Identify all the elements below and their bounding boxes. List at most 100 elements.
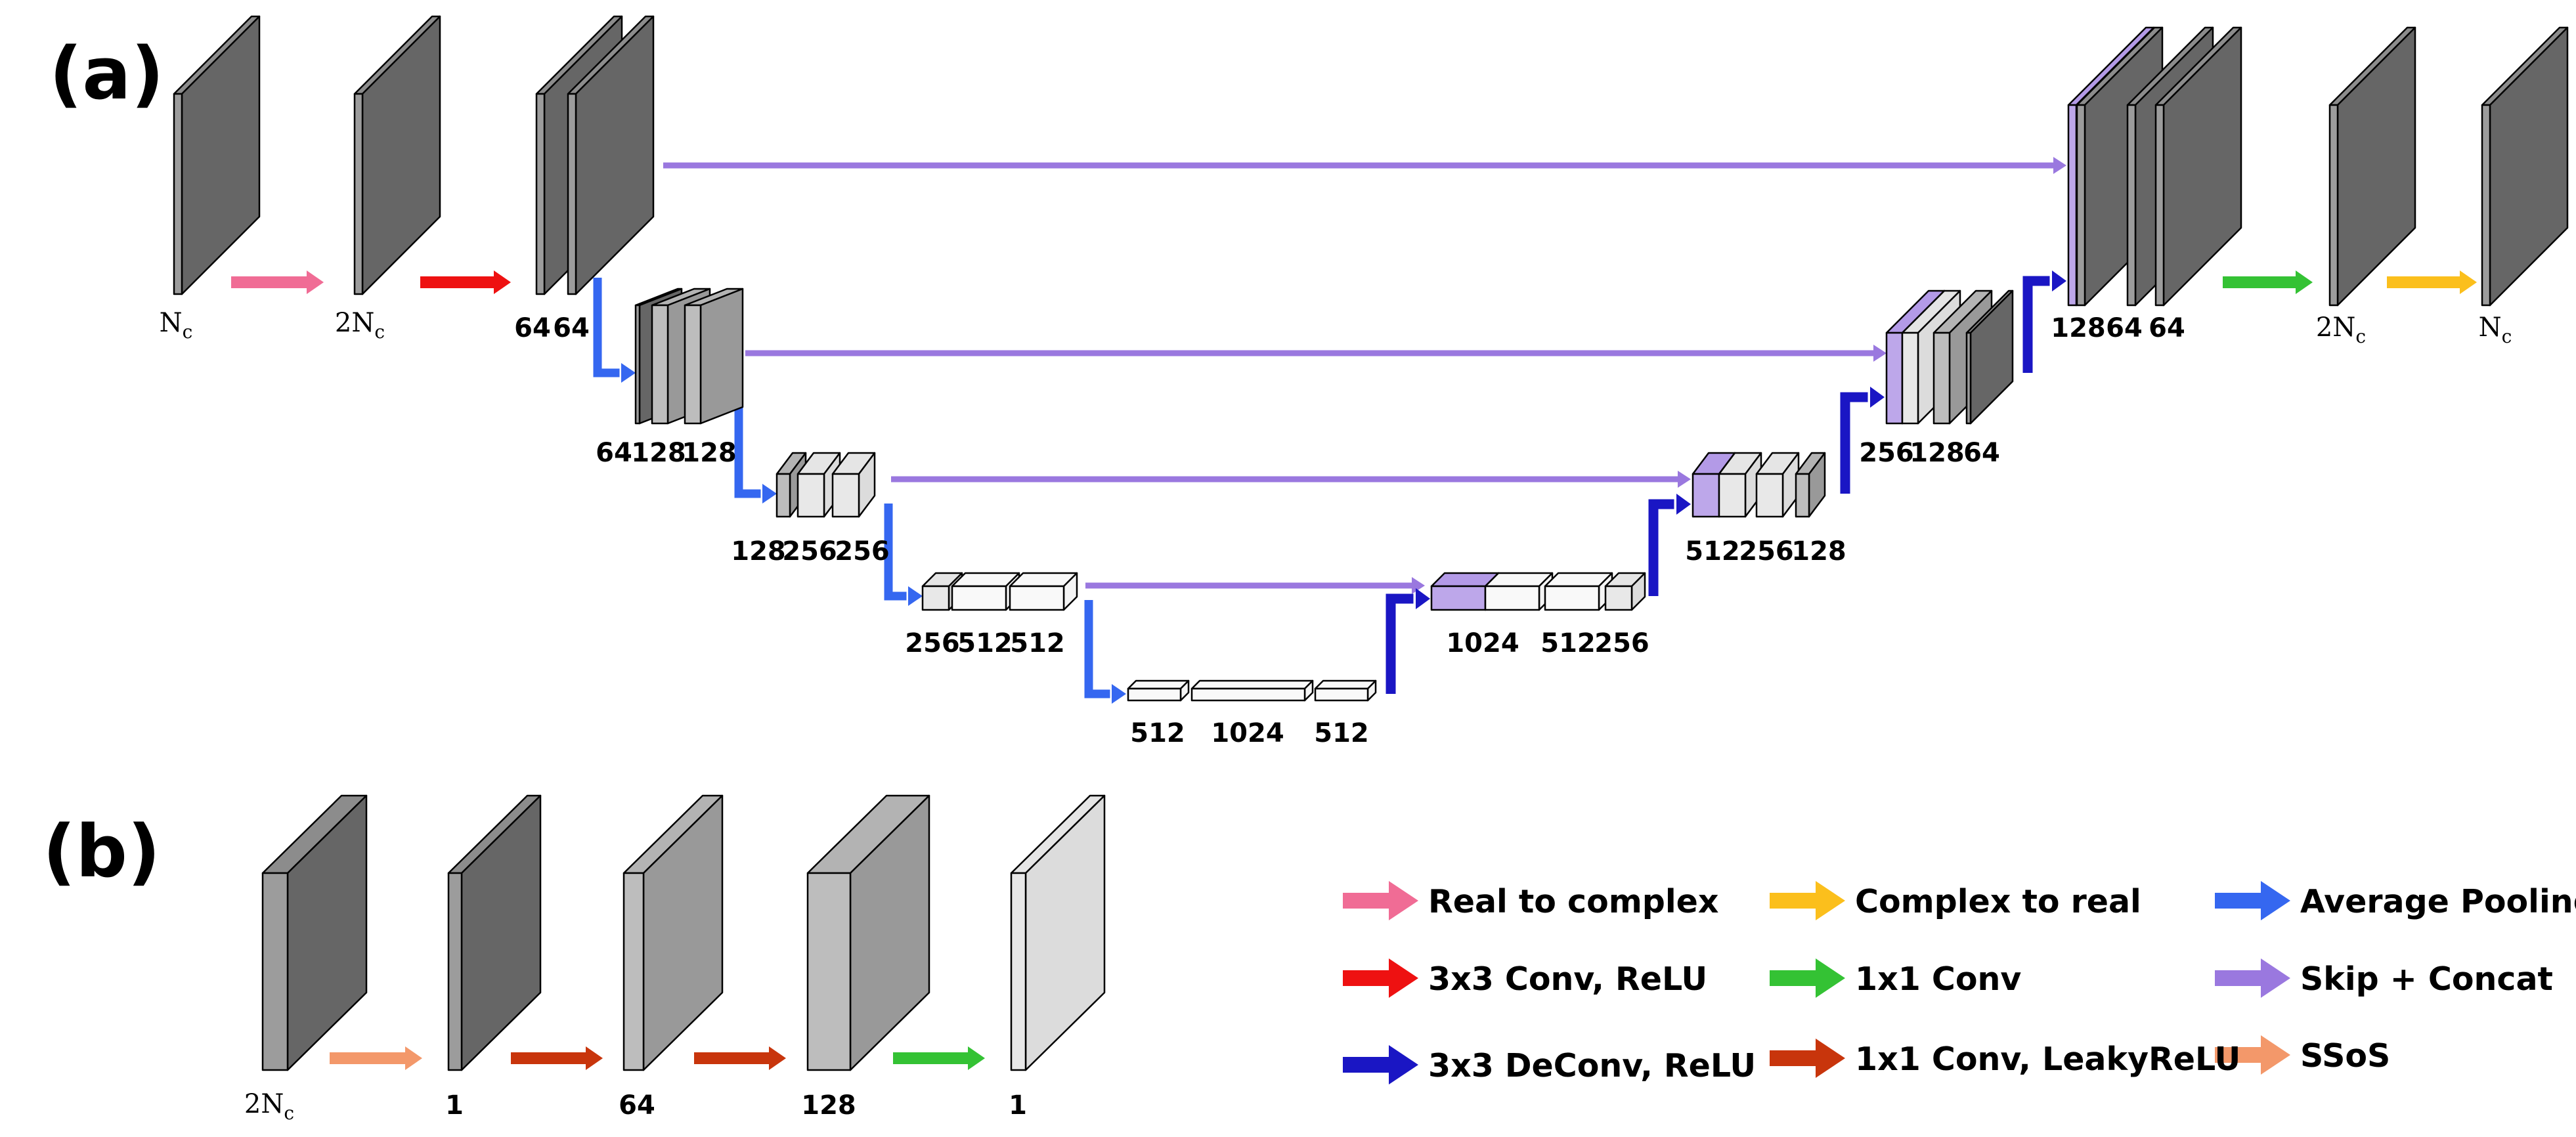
pool-2-3	[884, 504, 923, 606]
upconv-2-1	[1840, 387, 1885, 494]
ssos-block-l3	[806, 794, 930, 1071]
block-dec0-c3	[2154, 26, 2242, 307]
label-dec3-c0: 1024	[1446, 628, 1519, 658]
legend-arrow-3	[1343, 958, 1418, 998]
label-ssos-l3: 128	[801, 1090, 856, 1121]
legend-arrow-7	[1770, 1039, 1845, 1078]
block-bottleneck-c0	[1127, 679, 1190, 702]
label-ssos-l0: 2Nc	[244, 1089, 294, 1124]
label-dec3-c2: 256	[1594, 628, 1649, 658]
label-dec1-c2: 64	[1963, 438, 2000, 468]
legend-label-complex-to-real: Complex to real	[1855, 883, 2141, 920]
label-enc2-c0: 128	[731, 536, 786, 567]
legend-label-conv-relu: 3x3 Conv, ReLU	[1428, 960, 1707, 998]
label-ssos-l2: 64	[619, 1090, 655, 1121]
legend-arrows	[1343, 881, 2290, 1084]
label-bottleneck-c1: 1024	[1211, 718, 1284, 748]
label-dec0-c0: 128	[2051, 313, 2106, 343]
ssos-arrow-conv1x1	[893, 1046, 985, 1070]
ssos-block-l0	[261, 794, 368, 1071]
block-input	[173, 15, 261, 295]
block-dec2-c1	[1718, 452, 1762, 518]
pool-3-4	[1084, 600, 1126, 704]
arrow-complex-to-real	[2387, 270, 2477, 294]
label-ssos-l1: 1	[445, 1090, 464, 1121]
ssos-block-l1	[447, 794, 542, 1071]
label-dec0-c2: 64	[2149, 313, 2185, 343]
block-2nc-out	[2328, 26, 2416, 307]
legend-label-conv1x1-leaky: 1x1 Conv, LeakyReLU	[1855, 1040, 2240, 1078]
label-enc2-c1: 256	[782, 536, 837, 567]
label-enc1-c2: 128	[682, 438, 737, 468]
panel-label-b: (b)	[43, 809, 160, 893]
arrow-conv1x1-out	[2223, 270, 2313, 294]
label-dec1-c1: 128	[1910, 438, 1965, 468]
legend-label-ssos: SSoS	[2300, 1037, 2390, 1075]
block-enc3-c2	[1009, 572, 1078, 611]
feature-map-blocks	[173, 15, 2569, 1071]
label-2nc-out: 2Nc	[2316, 312, 2366, 347]
upconv-3-2	[1648, 494, 1691, 596]
label-dec2-c2: 128	[1791, 536, 1846, 567]
legend-label-conv1x1: 1x1 Conv	[1855, 960, 2021, 998]
label-enc0-c2: 64	[553, 313, 590, 343]
block-2nc-in	[353, 15, 441, 295]
pool-1-2	[734, 400, 777, 504]
legend-label-deconv-relu: 3x3 DeConv, ReLU	[1428, 1047, 1756, 1084]
block-output	[2481, 26, 2569, 307]
legend-label-real-to-complex: Real to complex	[1428, 883, 1719, 920]
label-bottleneck-c2: 512	[1314, 718, 1369, 748]
block-dec3-c2	[1544, 572, 1613, 611]
ssos-block-l2	[622, 794, 724, 1071]
label-2nc-in: 2Nc	[335, 308, 385, 343]
label-enc1-c0: 64	[596, 438, 632, 468]
legend-arrow-8	[2215, 1035, 2290, 1075]
upconv-4-3	[1386, 588, 1430, 694]
block-dec3-c3	[1604, 572, 1646, 611]
skip-level2	[891, 471, 1691, 488]
label-enc3-c2: 512	[1010, 628, 1065, 658]
block-bottleneck-c2	[1314, 679, 1377, 702]
label-enc1-c1: 128	[631, 438, 686, 468]
label-enc3-c0: 256	[905, 628, 960, 658]
label-bottleneck-c0: 512	[1130, 718, 1185, 748]
connection-arrows	[231, 157, 2477, 1070]
ssos-arrow-ssos	[330, 1046, 422, 1070]
label-enc2-c2: 256	[835, 536, 890, 567]
label-dec3-c1: 512	[1540, 628, 1596, 658]
label-dec2-c1: 256	[1739, 536, 1794, 567]
block-dec2-c3	[1795, 452, 1826, 518]
legend-arrow-1	[1770, 881, 1845, 920]
legend-label-average-pooling: Average Pooling	[2300, 883, 2576, 920]
pool-0-1	[593, 278, 636, 383]
ssos-arrow-leaky-2	[694, 1046, 786, 1070]
label-enc0-c1: 64	[514, 313, 551, 343]
arrow-real-to-complex	[231, 270, 324, 294]
arrow-conv-relu-0	[420, 270, 511, 294]
label-dec0-c1: 64	[2106, 313, 2143, 343]
label-input: Nc	[160, 308, 193, 343]
panel-label-a: (a)	[49, 32, 164, 116]
upconv-1-0	[2022, 270, 2066, 373]
block-dec2-c2	[1755, 452, 1800, 518]
legend-arrow-5	[2215, 958, 2290, 998]
legend-arrow-4	[1770, 958, 1845, 998]
block-dec3-c1	[1484, 572, 1554, 611]
label-ssos-l4: 1	[1009, 1090, 1027, 1121]
legend-arrow-2	[2215, 881, 2290, 920]
ssos-arrow-leaky-1	[511, 1046, 603, 1070]
skip-level1	[745, 345, 1887, 362]
ssos-block-l4	[1010, 794, 1106, 1071]
label-dec2-c0: 512	[1685, 536, 1740, 567]
label-enc3-c1: 512	[957, 628, 1013, 658]
legend-arrow-0	[1343, 881, 1418, 920]
block-enc3-c1	[951, 572, 1020, 611]
label-dec1-c0: 256	[1859, 438, 1914, 468]
legend-label-skip-concat: Skip + Concat	[2300, 960, 2553, 998]
block-enc1-c2	[684, 288, 744, 425]
block-dec1-c3	[1965, 290, 2014, 425]
block-enc2-c2	[831, 452, 876, 518]
block-bottleneck-c1	[1190, 679, 1314, 702]
block-enc0-c2	[567, 15, 655, 295]
